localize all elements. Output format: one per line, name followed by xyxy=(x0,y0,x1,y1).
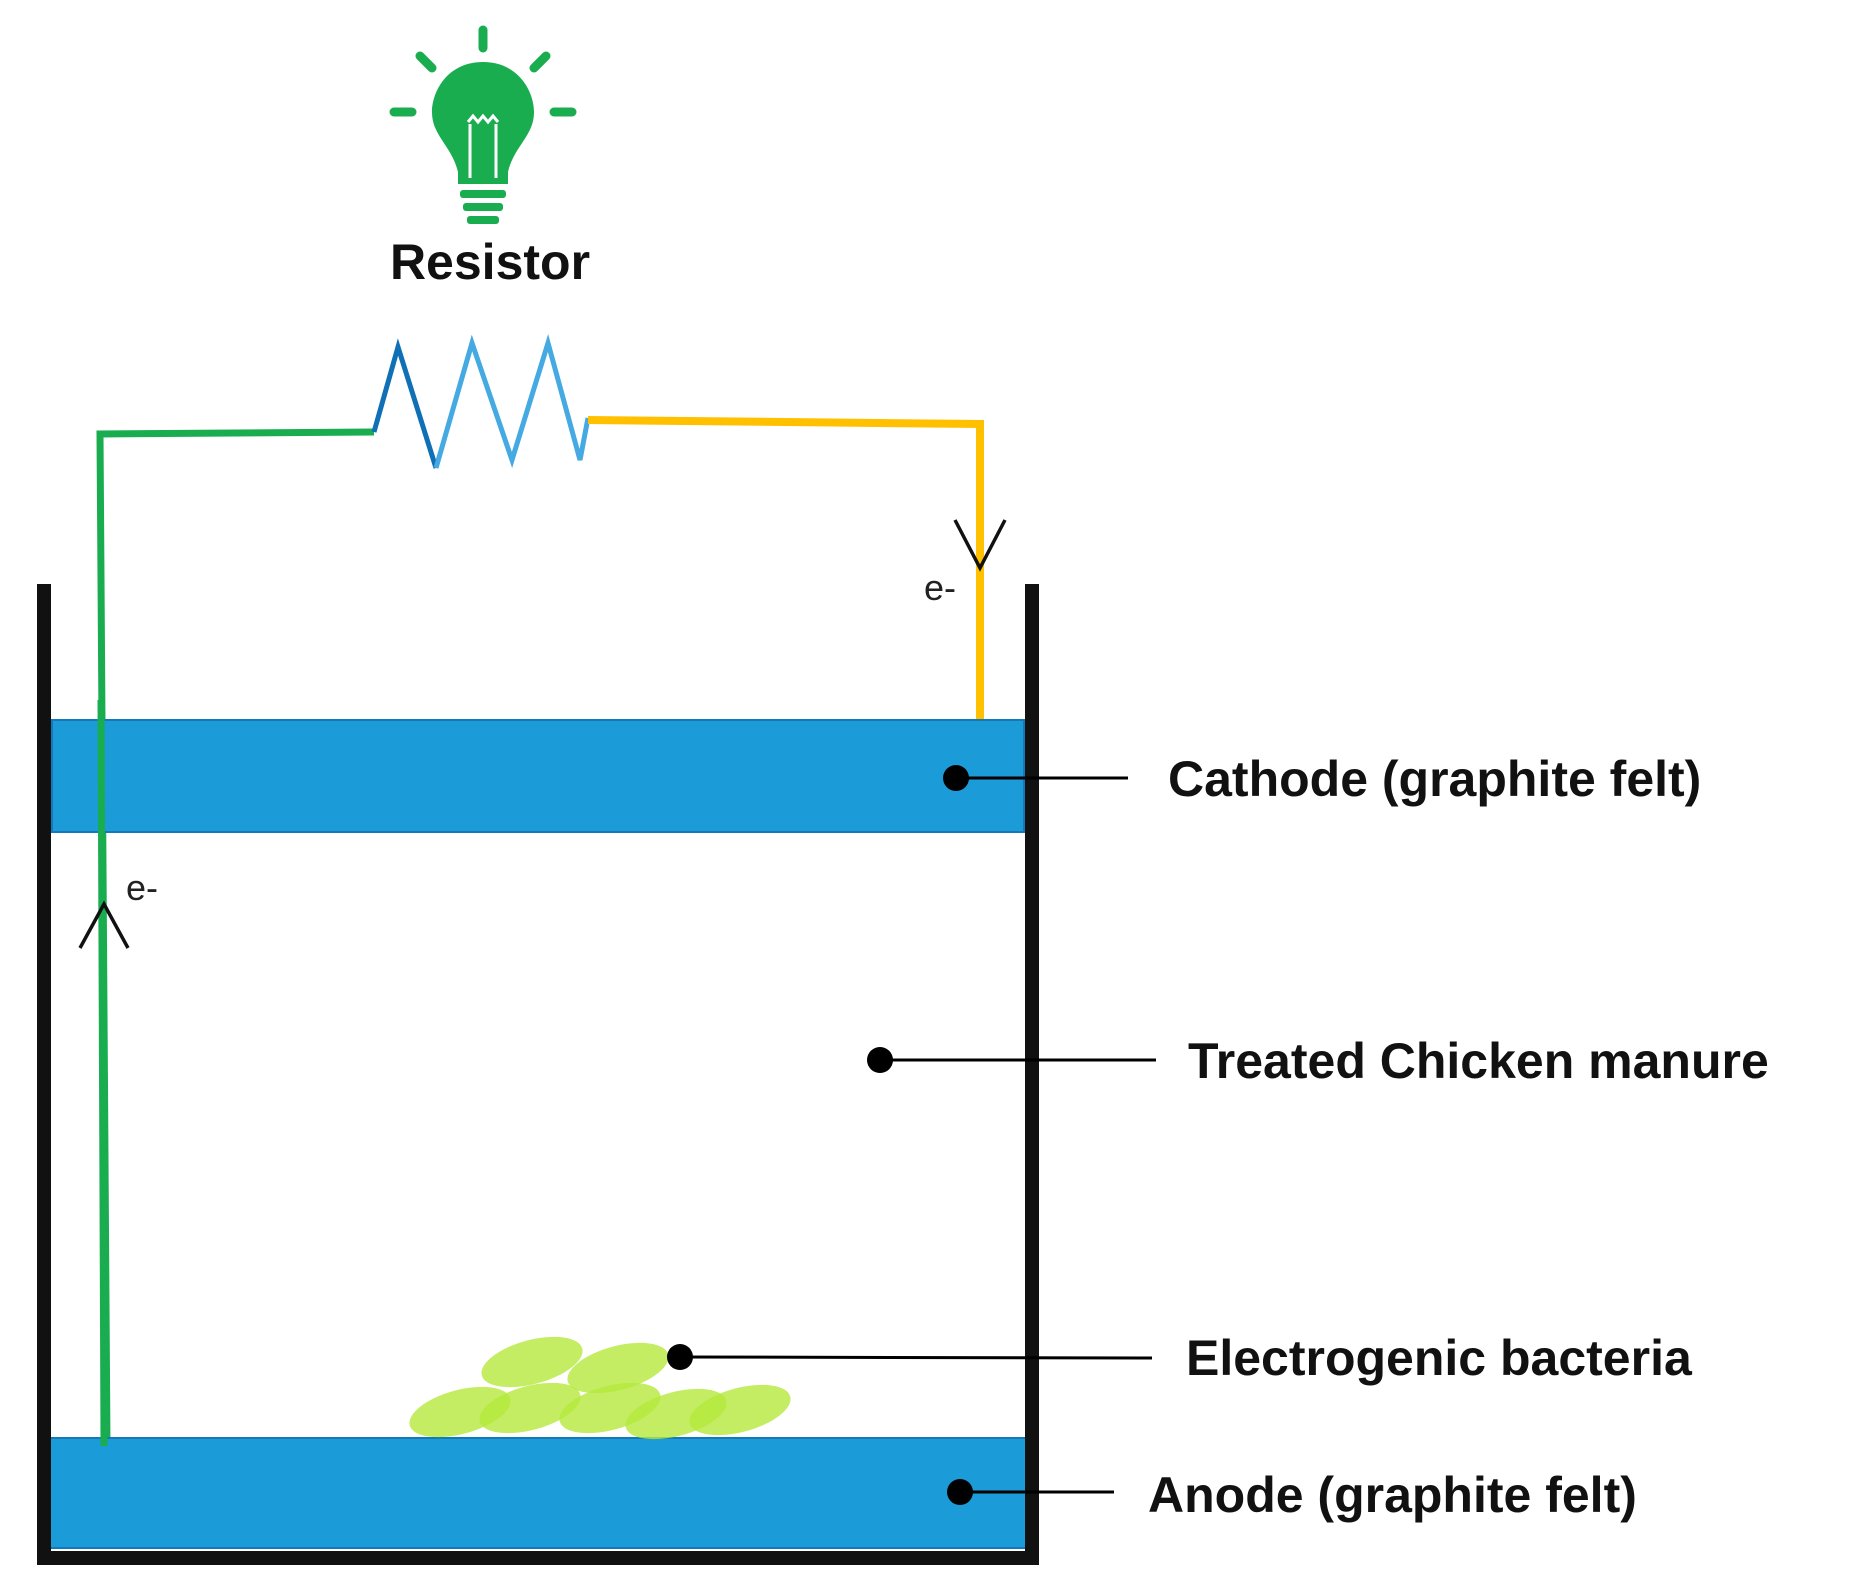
resistor-label: Resistor xyxy=(390,234,590,290)
container-wall xyxy=(37,584,1039,1565)
electron-arrow-down xyxy=(953,519,1007,572)
callout-bacteria xyxy=(667,1344,1153,1370)
cathode-electrode xyxy=(51,719,1025,833)
electron-label-left: e- xyxy=(126,867,158,908)
anode-electrode xyxy=(47,1437,1027,1549)
callout-cathode xyxy=(943,765,1128,791)
bacteria-cluster xyxy=(409,1336,791,1440)
bacteria-label: Electrogenic bacteria xyxy=(1186,1330,1693,1386)
anode-wire xyxy=(96,428,375,1447)
callout-anode xyxy=(947,1479,1114,1505)
electron-arrow-up xyxy=(78,900,130,949)
cathode-wire xyxy=(587,416,984,722)
callout-manure xyxy=(867,1047,1156,1073)
electron-label-top: e- xyxy=(924,567,956,608)
manure-label: Treated Chicken manure xyxy=(1188,1033,1769,1089)
resistor-zigzag-icon xyxy=(371,334,591,469)
light-bulb-icon xyxy=(389,25,577,224)
anode-label: Anode (graphite felt) xyxy=(1148,1467,1637,1523)
anode-wire-segment xyxy=(97,699,108,1447)
cathode-label: Cathode (graphite felt) xyxy=(1168,751,1701,807)
